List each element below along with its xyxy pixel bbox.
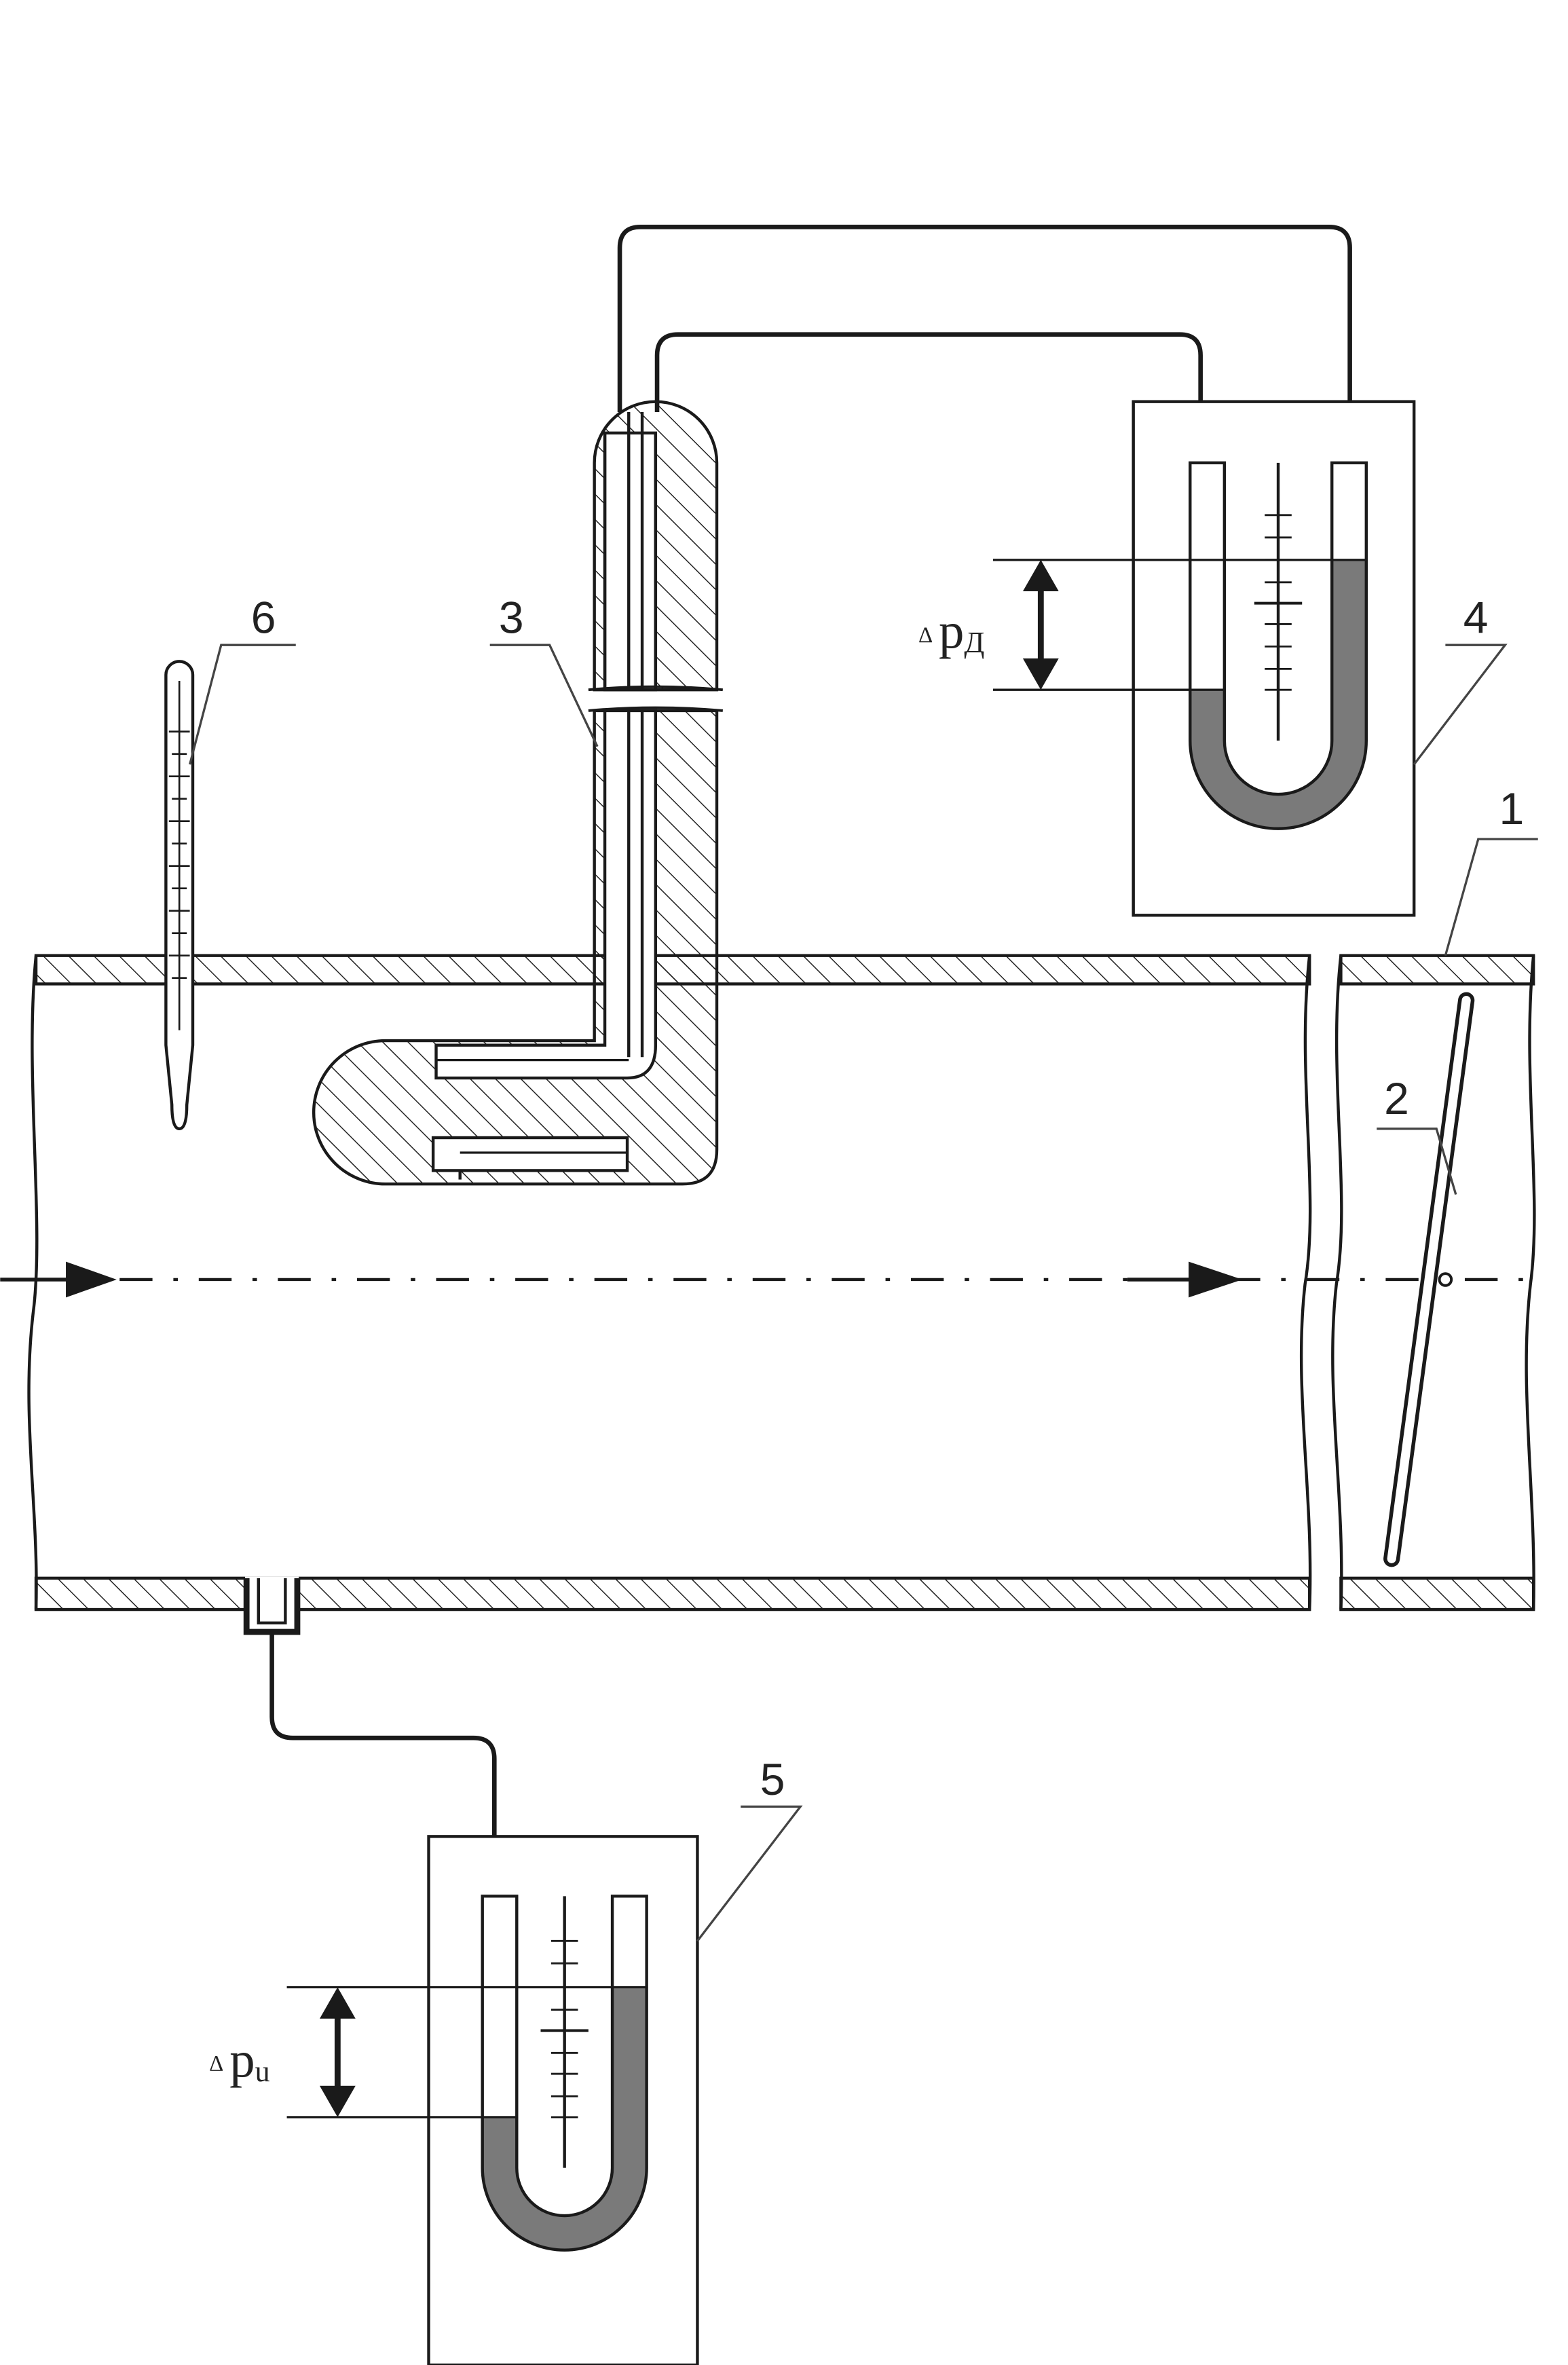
label-thermometer: 6 bbox=[251, 593, 276, 643]
pipe-break-mid-right bbox=[1331, 955, 1343, 1610]
thermometer bbox=[164, 660, 195, 1131]
pipe-break-right bbox=[1525, 955, 1536, 1610]
pipe-bottom-wall-left bbox=[34, 1576, 1311, 1612]
pipe bbox=[27, 954, 1536, 1612]
double-arrow-icon bbox=[319, 1987, 356, 2117]
manometer-dynamic-fluid bbox=[1190, 559, 1366, 829]
pipe-top-wall-right bbox=[1339, 954, 1535, 986]
callout-leaders bbox=[189, 644, 1538, 1942]
pipe-break-mid-left bbox=[1299, 955, 1312, 1610]
manometer-static bbox=[286, 1835, 699, 2365]
arrow-right-icon bbox=[0, 1261, 117, 1298]
double-arrow-icon bbox=[1022, 559, 1059, 690]
static-tap bbox=[243, 1576, 497, 1897]
pitot-tube bbox=[312, 400, 723, 1186]
pipe-bottom-wall-right bbox=[1339, 1576, 1535, 1612]
label-manometer-static: 5 bbox=[760, 1754, 785, 1804]
label-pipe: 1 bbox=[1499, 783, 1525, 834]
damper-pivot bbox=[1438, 1272, 1453, 1287]
flow-axis bbox=[0, 1261, 1538, 1298]
damper bbox=[1383, 992, 1475, 1567]
pipe-break-left bbox=[27, 955, 39, 1610]
label-pitot-tube: 3 bbox=[499, 593, 524, 643]
arrow-right-icon bbox=[1127, 1261, 1243, 1298]
label-damper: 2 bbox=[1384, 1073, 1409, 1123]
connection-tubes-top bbox=[617, 225, 1352, 463]
manometer-dynamic-board bbox=[1132, 400, 1416, 917]
label-manometer-dynamic: 4 bbox=[1463, 593, 1489, 643]
manometer-dynamic bbox=[992, 400, 1416, 917]
